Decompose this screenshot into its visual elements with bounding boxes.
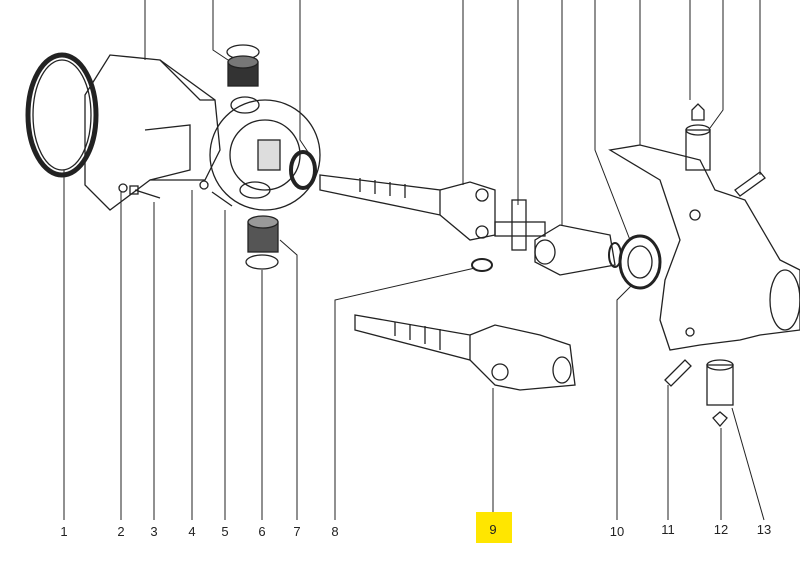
callout-1[interactable]: 1 bbox=[60, 524, 68, 539]
upper-kingpin-part bbox=[226, 44, 260, 87]
callout-7[interactable]: 7 bbox=[293, 524, 301, 539]
gasket-part bbox=[25, 52, 99, 178]
top-pin-part bbox=[685, 103, 766, 197]
callout-2[interactable]: 2 bbox=[117, 524, 125, 539]
callout-6[interactable]: 6 bbox=[258, 524, 266, 539]
upper-axle-shaft-part bbox=[319, 174, 496, 241]
leader-lines bbox=[63, 0, 765, 521]
callout-10[interactable]: 10 bbox=[609, 524, 625, 539]
lower-axle-shaft-part bbox=[354, 314, 576, 391]
callout-13[interactable]: 13 bbox=[756, 522, 772, 537]
lower-kingpin-part bbox=[245, 215, 279, 270]
callout-3[interactable]: 3 bbox=[150, 524, 158, 539]
callout-12[interactable]: 12 bbox=[713, 522, 729, 537]
circlip-part bbox=[471, 258, 493, 272]
callout-4[interactable]: 4 bbox=[188, 524, 196, 539]
bearing-part bbox=[608, 234, 662, 290]
callout-11[interactable]: 11 bbox=[661, 522, 675, 537]
callout-9[interactable]: 9 bbox=[489, 522, 497, 537]
selected-callout-highlight bbox=[476, 512, 512, 543]
seal-ring-part bbox=[289, 150, 317, 190]
callout-8[interactable]: 8 bbox=[331, 524, 339, 539]
axle-housing-part bbox=[84, 54, 321, 211]
yoke-part bbox=[534, 224, 616, 276]
steering-knuckle-part bbox=[608, 144, 800, 351]
bottom-pin-part bbox=[664, 359, 734, 427]
bolts bbox=[118, 180, 233, 207]
callout-5[interactable]: 5 bbox=[221, 524, 229, 539]
universal-joint-cross-part bbox=[494, 199, 546, 251]
